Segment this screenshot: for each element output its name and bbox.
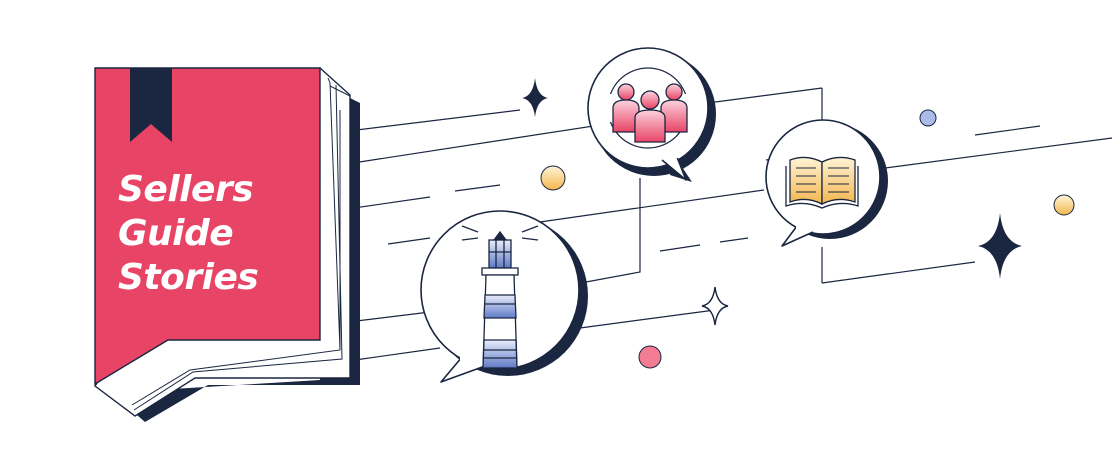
sparkle-icon: [522, 78, 548, 117]
group-of-people-icon: [612, 83, 688, 143]
sparkle-outline-icon: [701, 286, 729, 326]
decorative-dot: [638, 345, 662, 369]
book-title-line: Stories: [118, 257, 259, 298]
decorative-dot: [919, 109, 937, 127]
book-title-line: Guide: [118, 213, 234, 254]
open-book-icon: [785, 156, 859, 209]
lighthouse-icon: [461, 225, 539, 369]
sparkle-icon: [978, 213, 1022, 279]
connector-lines: [331, 87, 1112, 361]
book-title: Sellers Guide Stories: [118, 168, 318, 300]
book: [94, 66, 360, 422]
decorative-dot: [1053, 194, 1075, 216]
book-speech-bubble: [765, 119, 888, 247]
people-speech-bubble: [587, 47, 716, 182]
bookmark-ribbon: [130, 68, 172, 142]
lighthouse-speech-bubble: [420, 210, 588, 383]
book-cover: [94, 67, 321, 386]
decorative-dot: [540, 165, 566, 191]
book-title-line: Sellers: [118, 169, 254, 210]
